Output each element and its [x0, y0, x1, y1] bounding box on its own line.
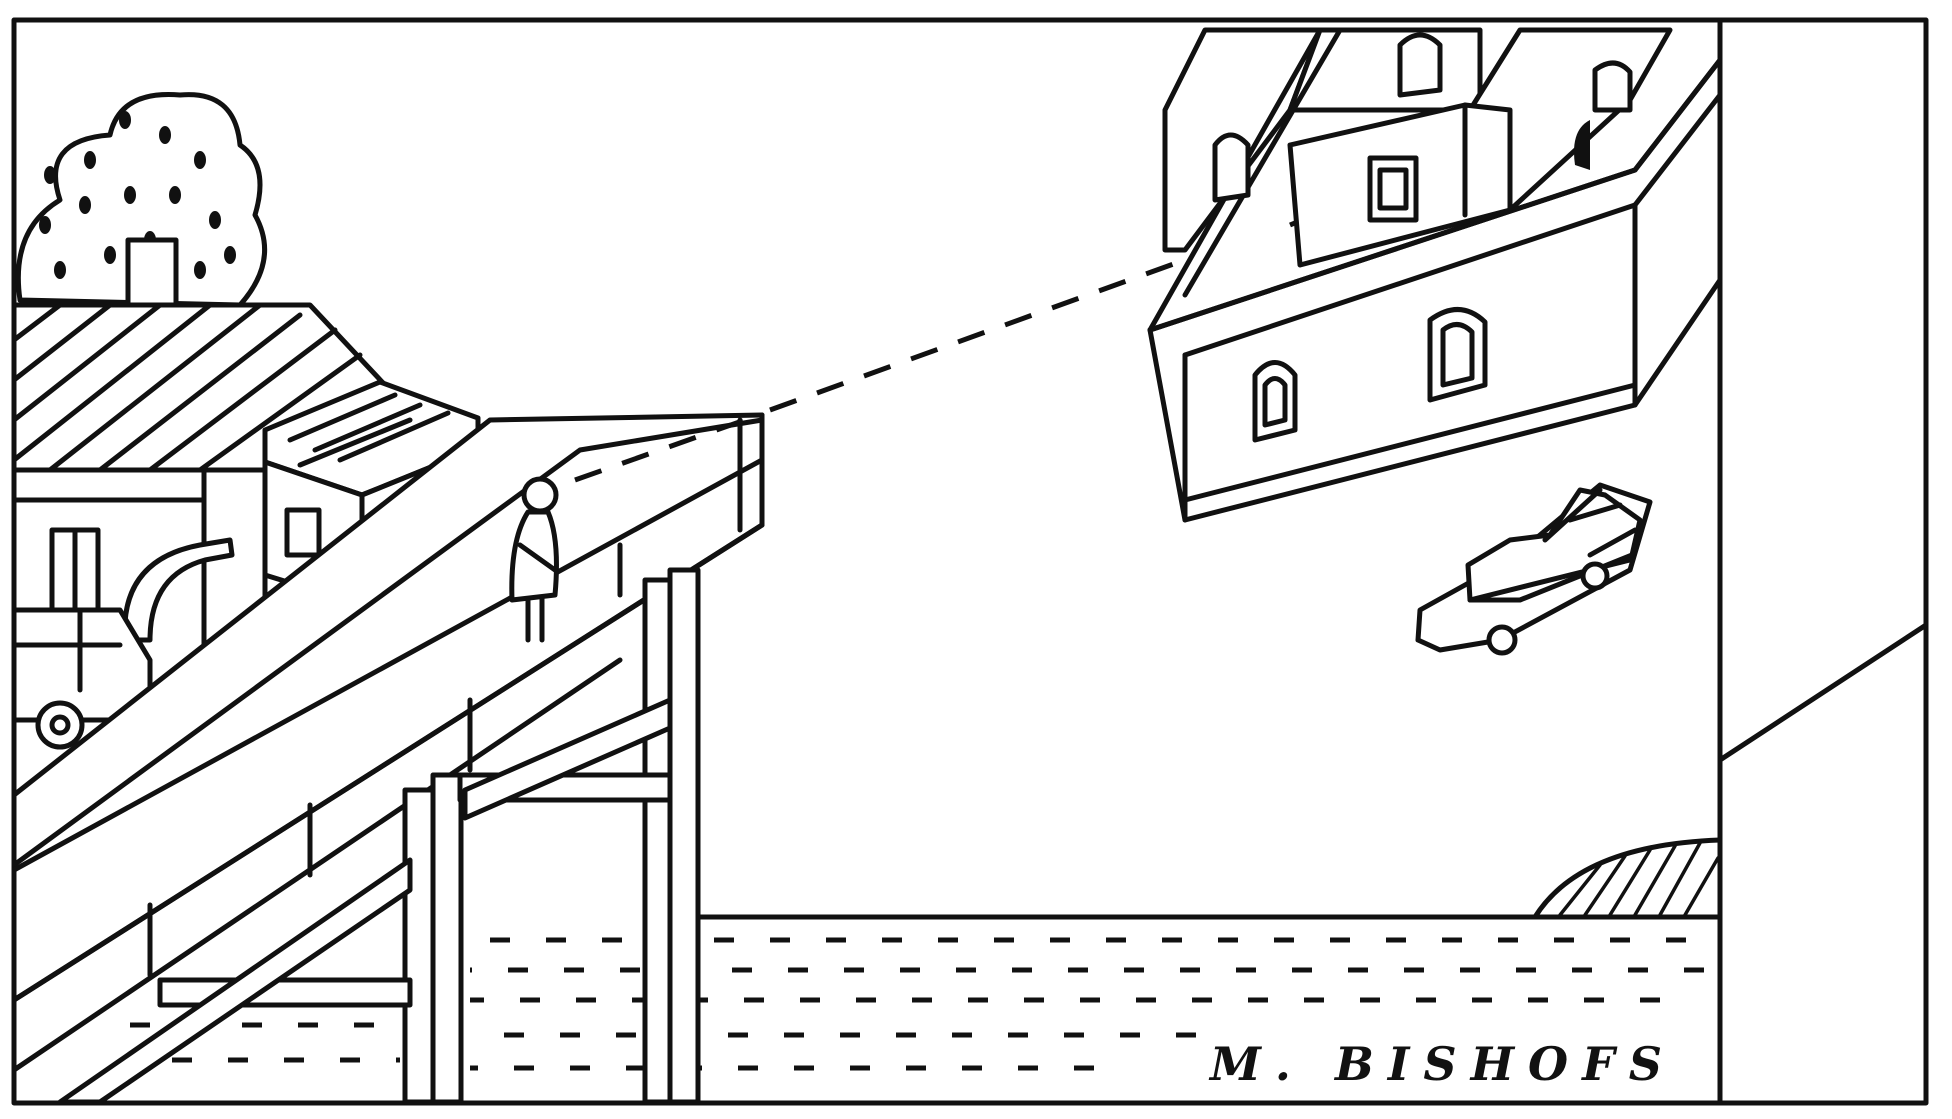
- sight-line-short: [574, 417, 746, 483]
- floating-building: [1147, 27, 1723, 523]
- artist-signature: M. BISHOFS: [1208, 1037, 1676, 1091]
- person-figure: [509, 476, 559, 643]
- distant-hill: [1532, 837, 1723, 920]
- floating-car: [1415, 482, 1653, 656]
- tree: [15, 92, 268, 308]
- sight-line-long: [769, 255, 1191, 413]
- pier: [11, 412, 765, 1105]
- parked-van: [11, 607, 153, 750]
- chimney: [125, 237, 179, 308]
